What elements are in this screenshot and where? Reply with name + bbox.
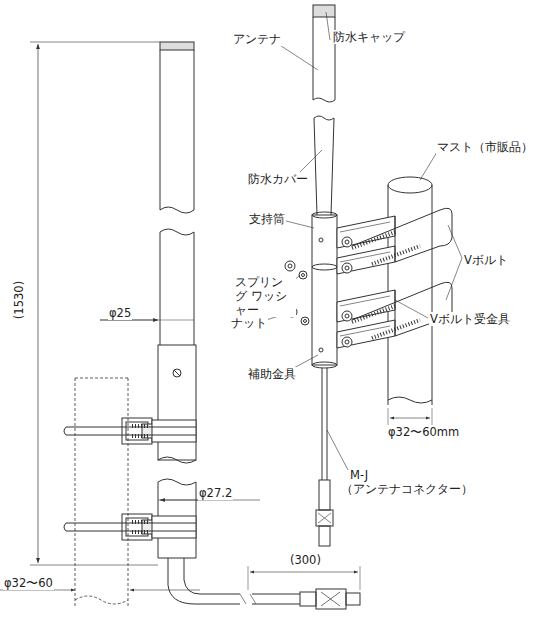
part-label: M-J: [349, 468, 369, 482]
part-label: Vボルト受金具: [429, 312, 511, 326]
dimension-label: (1530): [12, 280, 26, 320]
part-label: マスト（市販品）: [436, 140, 534, 154]
part-label: 支持筒: [248, 212, 286, 226]
part-label: 防水カバー: [247, 172, 309, 186]
part-label: 防水キャップ: [332, 30, 406, 44]
part-label: スプリング ワッシャー: [234, 275, 296, 317]
dimension-label: (300): [289, 553, 322, 567]
dimension-label: φ32〜60: [3, 576, 54, 590]
dimension-label: φ27.2: [198, 486, 233, 500]
dimension-label: φ25: [108, 306, 132, 320]
part-label: アンテナ: [232, 32, 282, 46]
part-label: 補助金具: [247, 367, 297, 381]
part-label: ナット: [230, 316, 268, 330]
part-label: Vボルト: [463, 253, 509, 267]
dimension-label: φ32〜60mm: [387, 425, 460, 439]
part-label: （アンテナコネクター）: [340, 482, 474, 496]
